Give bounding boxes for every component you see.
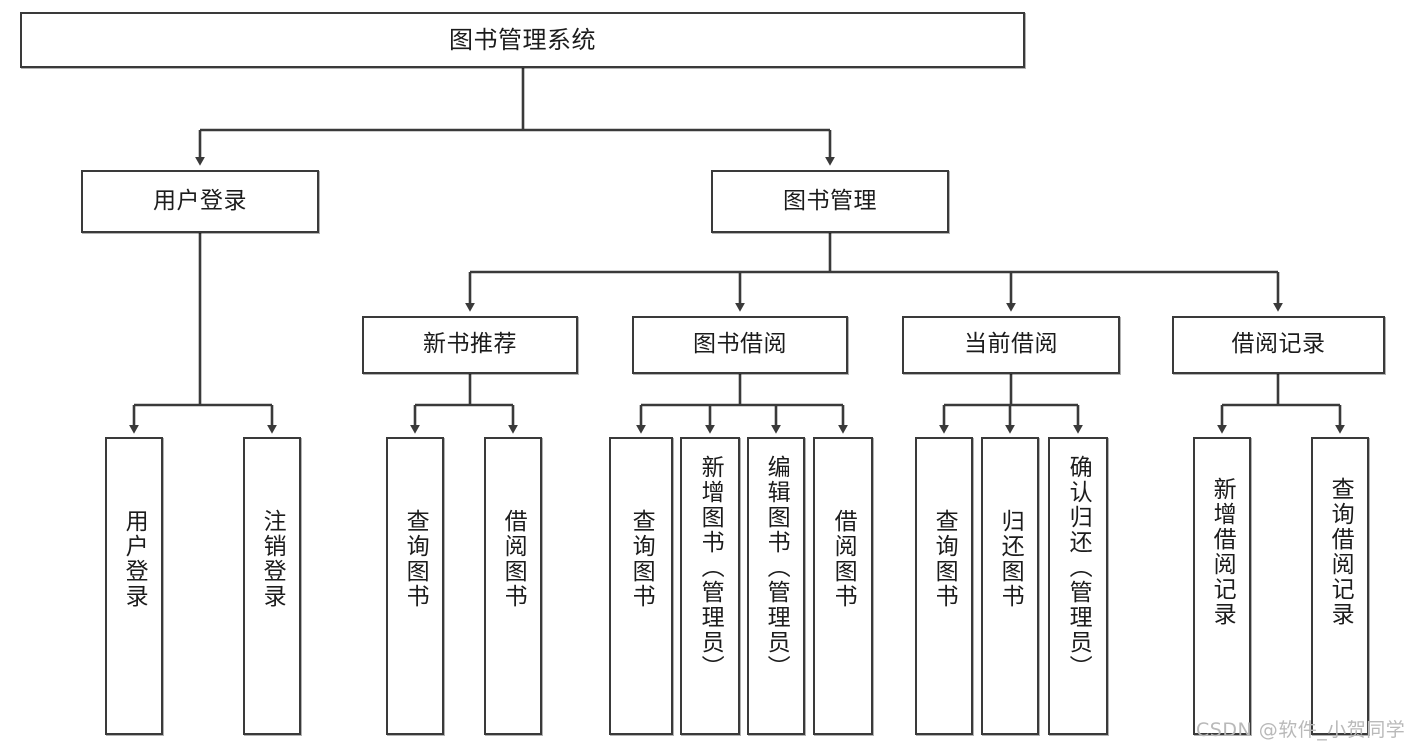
node-book-borrow[interactable]: 图书借阅 [632, 316, 848, 374]
node-root-system[interactable]: 图书管理系统 [20, 12, 1025, 68]
node-leaf-query-book-3[interactable]: 查询图书 [915, 437, 973, 735]
node-leaf-add-book[interactable]: 新增图书（管理员） [680, 437, 740, 735]
node-leaf-user-login[interactable]: 用户登录 [105, 437, 163, 735]
node-book-manage[interactable]: 图书管理 [711, 170, 949, 233]
node-leaf-add-record[interactable]: 新增借阅记录 [1193, 437, 1251, 735]
node-leaf-confirm-return-label: 确认归还（管理员） [1065, 455, 1092, 680]
node-leaf-borrow-book-1[interactable]: 借阅图书 [484, 437, 542, 735]
node-current-borrow[interactable]: 当前借阅 [902, 316, 1120, 374]
node-leaf-borrow-book-1-label: 借阅图书 [500, 509, 527, 609]
node-leaf-add-record-label: 新增借阅记录 [1209, 477, 1236, 627]
node-leaf-borrow-book-2-label: 借阅图书 [830, 509, 857, 609]
node-leaf-logout-login[interactable]: 注销登录 [243, 437, 301, 735]
node-borrow-record[interactable]: 借阅记录 [1172, 316, 1385, 374]
node-user-login[interactable]: 用户登录 [81, 170, 319, 233]
node-leaf-edit-book[interactable]: 编辑图书（管理员） [747, 437, 805, 735]
node-leaf-borrow-book-2[interactable]: 借阅图书 [813, 437, 873, 735]
node-new-book-recommend[interactable]: 新书推荐 [362, 316, 578, 374]
node-leaf-query-book-3-label: 查询图书 [931, 509, 958, 609]
node-leaf-logout-login-label: 注销登录 [259, 509, 286, 609]
node-leaf-confirm-return[interactable]: 确认归还（管理员） [1048, 437, 1108, 735]
node-leaf-return-book-label: 归还图书 [997, 509, 1024, 609]
node-leaf-user-login-label: 用户登录 [121, 509, 148, 609]
node-leaf-query-book-2-label: 查询图书 [628, 509, 655, 609]
node-leaf-add-book-label: 新增图书（管理员） [697, 455, 724, 680]
node-leaf-edit-book-label: 编辑图书（管理员） [763, 455, 790, 680]
node-leaf-query-book-1[interactable]: 查询图书 [386, 437, 444, 735]
node-leaf-query-book-1-label: 查询图书 [402, 509, 429, 609]
node-leaf-query-record-label: 查询借阅记录 [1327, 477, 1354, 627]
node-leaf-query-book-2[interactable]: 查询图书 [609, 437, 673, 735]
node-leaf-return-book[interactable]: 归还图书 [981, 437, 1039, 735]
node-leaf-query-record[interactable]: 查询借阅记录 [1311, 437, 1369, 735]
